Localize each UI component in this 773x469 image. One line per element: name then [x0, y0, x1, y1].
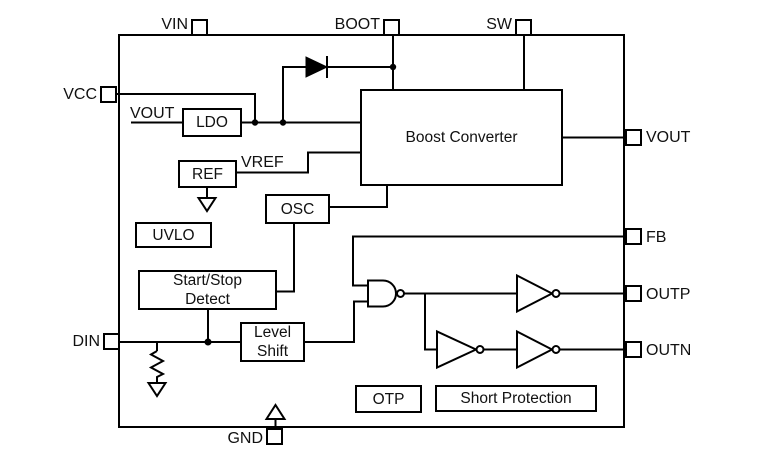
- pin-vout: [625, 129, 642, 146]
- wire-diode-anode: [282, 66, 306, 123]
- pin-label-vin: VIN: [161, 16, 188, 33]
- pin-label-din: DIN: [72, 333, 100, 350]
- wire-osc-ssd: [277, 224, 295, 293]
- nand-gate-bubble: [396, 289, 405, 298]
- block-boost-converter: Boost Converter: [360, 89, 563, 186]
- block-ref: REF: [178, 160, 237, 188]
- ground-symbol-din: [146, 382, 168, 398]
- pin-label-boot: BOOT: [334, 16, 380, 33]
- pin-label-outn: OUTN: [646, 342, 692, 359]
- nand-gate-body: [367, 279, 397, 308]
- wire-fb: [352, 235, 625, 287]
- pin-label-sw: SW: [486, 16, 512, 33]
- block-osc: OSC: [265, 194, 330, 224]
- block-uvlo-label: UVLO: [152, 226, 195, 244]
- block-level-shift-line2: Shift: [256, 343, 288, 360]
- block-otp: OTP: [355, 385, 422, 413]
- resistor-din: [148, 350, 166, 383]
- junction-dot: [204, 338, 212, 346]
- wire-vref: [237, 151, 360, 174]
- inverter-outp-bubble: [551, 289, 561, 298]
- chip-outline: [118, 34, 625, 428]
- block-osc-label: OSC: [280, 200, 315, 218]
- inverter-outn1-bubble: [475, 345, 485, 354]
- block-level-shift: Level Shift: [240, 322, 305, 362]
- inverter-outn2-icon: [516, 329, 555, 370]
- block-otp-label: OTP: [372, 390, 405, 408]
- gnd-arrow-icon: [264, 403, 287, 420]
- pin-din: [103, 333, 120, 350]
- junction-dot: [251, 119, 259, 126]
- block-ldo-label: LDO: [196, 114, 228, 131]
- nand-gate: [367, 279, 405, 308]
- pin-gnd: [266, 428, 283, 445]
- block-start-stop-line2: Detect: [185, 291, 230, 308]
- pin-fb: [625, 228, 642, 245]
- junction-dot: [389, 63, 397, 71]
- pin-outp: [625, 285, 642, 302]
- pin-label-outp: OUTP: [646, 286, 691, 303]
- pin-outn: [625, 341, 642, 358]
- diode-icon: [305, 56, 329, 78]
- block-start-stop-line1: Start/Stop: [173, 272, 242, 289]
- junction-dots: [204, 63, 397, 346]
- net-label-vout: VOUT: [130, 105, 175, 122]
- pin-vin: [191, 19, 208, 36]
- block-uvlo: UVLO: [135, 222, 212, 248]
- pin-sw: [515, 19, 532, 36]
- block-boost-label: Boost Converter: [405, 129, 518, 146]
- pin-boot: [383, 19, 400, 36]
- block-ref-label: REF: [192, 165, 223, 183]
- block-short-protection-label: Short Protection: [460, 390, 572, 407]
- block-short-protection: Short Protection: [435, 385, 597, 412]
- pin-label-gnd: GND: [227, 430, 263, 447]
- inverter-outn2-bubble: [551, 345, 561, 354]
- wire-osc-boost: [330, 186, 388, 208]
- block-ldo: LDO: [182, 108, 242, 137]
- inverter-outn1-icon: [436, 329, 479, 370]
- junction-dot: [279, 119, 287, 126]
- pin-vcc: [100, 86, 117, 103]
- ground-symbol-ref: [196, 197, 218, 213]
- wire-nand-split: [424, 293, 437, 351]
- wire-levelshift-nand: [305, 300, 368, 343]
- block-level-shift-line1: Level: [253, 324, 292, 341]
- pin-label-fb: FB: [646, 229, 667, 246]
- wire-vcc: [117, 93, 256, 122]
- pin-label-vcc: VCC: [63, 86, 97, 103]
- pin-label-vout: VOUT: [646, 129, 691, 146]
- net-label-vref: VREF: [241, 154, 284, 171]
- block-start-stop-detect: Start/Stop Detect: [138, 270, 277, 310]
- inverter-outp-icon: [516, 273, 555, 314]
